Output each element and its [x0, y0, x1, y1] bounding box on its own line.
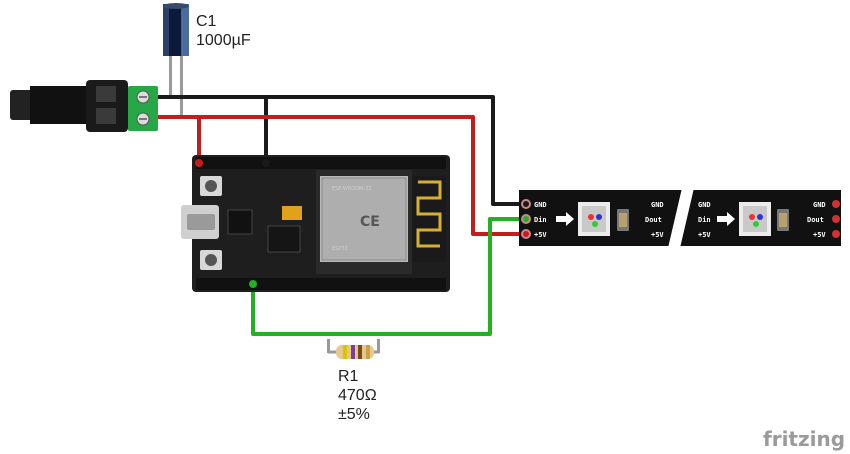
led-1: [578, 202, 610, 236]
esp32-board: ESP-WROOM-32 CE ESP32: [181, 155, 450, 292]
strip-in-din: Din: [534, 216, 547, 224]
header-pins-top: [196, 157, 446, 169]
capacitor-ref-label: C1: [196, 13, 217, 30]
resistor-value-label: 470Ω: [338, 387, 377, 404]
strip-mid-out-dout: Dout: [645, 216, 662, 224]
capacitor-value-label: 1000µF: [196, 32, 251, 49]
strip-mid-out-5v: +5V: [651, 231, 664, 239]
usb-uart-chip: [227, 209, 253, 235]
dc-barrel-jack: [10, 80, 128, 132]
led-strip: GND Din +5V GND Dout +5V GND Din +5V: [519, 188, 841, 248]
strip-mid-in-gnd: GND: [698, 201, 711, 209]
wire-data: [251, 217, 526, 336]
ce-mark: CE: [360, 214, 380, 230]
module-model: ESP32: [332, 246, 348, 252]
wire-gnd: [158, 95, 526, 206]
strip-in-gnd: GND: [534, 201, 547, 209]
strip-end-5v: +5V: [813, 231, 826, 239]
arrow-icon: [556, 212, 574, 226]
regulator: [267, 225, 301, 253]
fritzing-logo: fritzing: [763, 427, 845, 451]
capacitor-c1: [163, 3, 189, 116]
strip-in-5v: +5V: [534, 231, 547, 239]
strip-mid-in-din: Din: [698, 216, 711, 224]
led-2: [739, 202, 771, 236]
resistor-ref-label: R1: [338, 368, 359, 385]
resistor-r1: [327, 339, 380, 359]
strip-mid-out-gnd: GND: [651, 201, 664, 209]
tantalum-cap: [282, 206, 302, 220]
header-pins-bottom: [196, 278, 446, 290]
arrow-icon-2: [717, 212, 735, 226]
screw-terminal: [128, 86, 158, 131]
strip-end-gnd: GND: [813, 201, 826, 209]
strip-mid-in-5v: +5V: [698, 231, 711, 239]
module-brand: ESP-WROOM-32: [332, 186, 372, 192]
strip-end-dout: Dout: [807, 216, 824, 224]
resistor-tolerance-label: ±5%: [338, 406, 370, 423]
